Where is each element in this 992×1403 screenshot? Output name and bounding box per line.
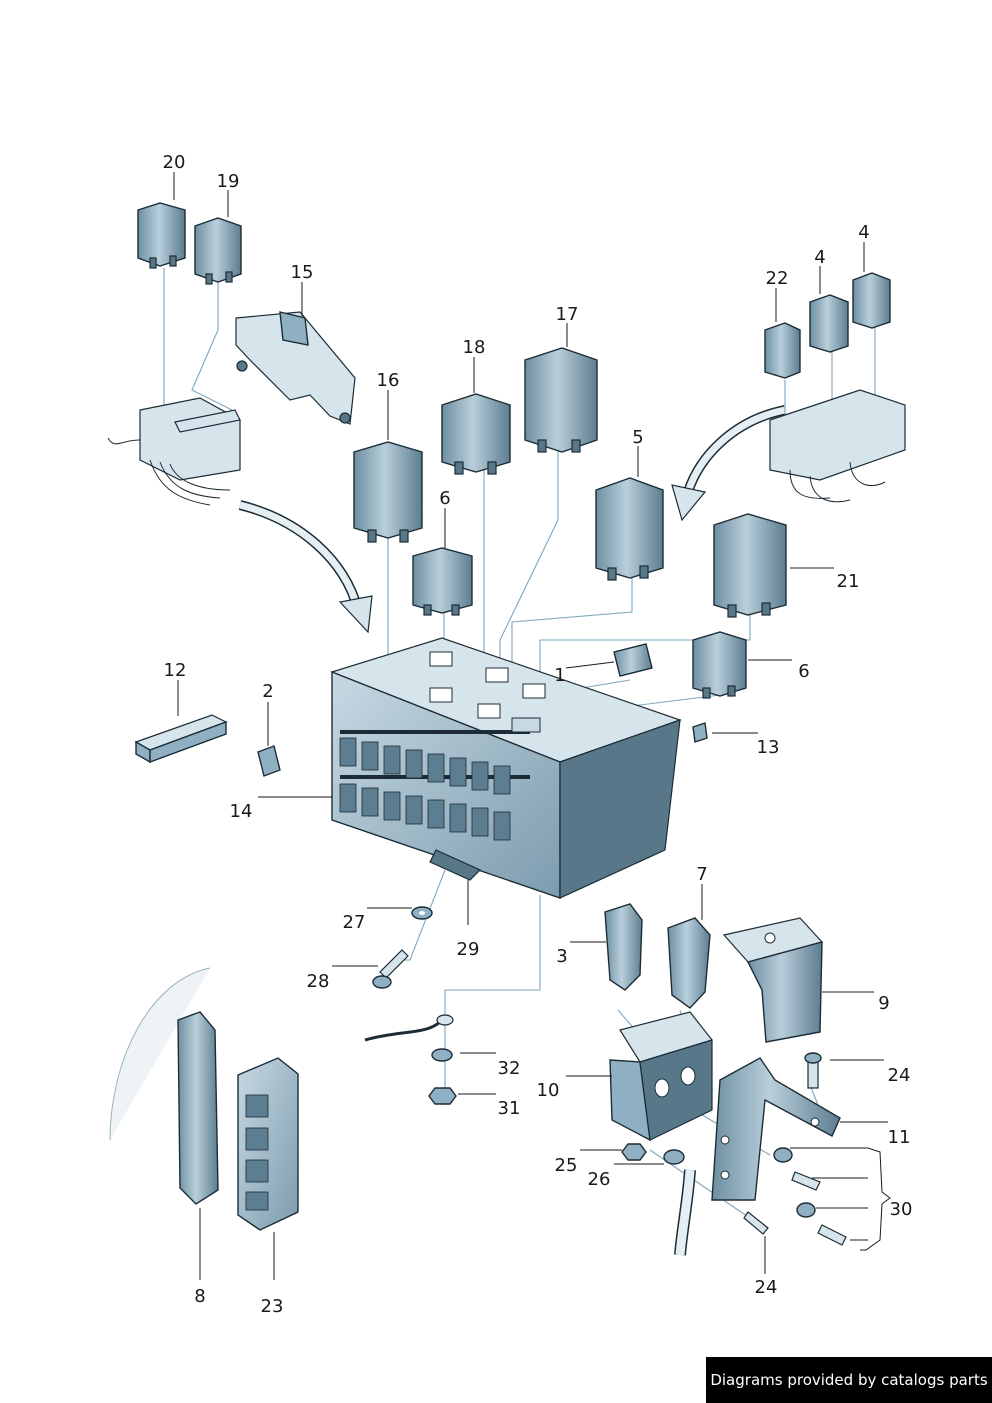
callout-28: 28 xyxy=(307,971,330,992)
callout-numbers: 20 19 15 16 18 17 6 5 22 4 4 21 6 1 12 2… xyxy=(163,152,913,1317)
relay-22 xyxy=(764,322,801,379)
callout-15: 15 xyxy=(291,262,314,283)
callout-19: 19 xyxy=(217,171,240,192)
callout-22: 22 xyxy=(766,268,789,289)
callout-3: 3 xyxy=(556,946,567,967)
callout-31: 31 xyxy=(498,1098,521,1119)
relay-5 xyxy=(595,477,664,581)
cover-9 xyxy=(722,917,824,1043)
callout-13: 13 xyxy=(757,737,780,758)
relay-4-b xyxy=(852,272,891,329)
callout-2: 2 xyxy=(262,681,273,702)
washer-26 xyxy=(663,1149,685,1165)
washer-32 xyxy=(431,1048,453,1062)
relay-6-center xyxy=(412,547,473,616)
callout-23: 23 xyxy=(261,1296,284,1317)
callout-27: 27 xyxy=(343,912,366,933)
callout-4: 4 xyxy=(814,247,825,268)
callout-11: 11 xyxy=(888,1127,911,1148)
callout-32: 32 xyxy=(498,1058,521,1079)
callout-16: 16 xyxy=(377,370,400,391)
cap-3 xyxy=(604,903,643,991)
connector-housing-23 xyxy=(237,1057,299,1231)
callout-5: 5 xyxy=(632,427,643,448)
bolt-24-bottom xyxy=(743,1211,769,1235)
fuse-1 xyxy=(613,643,653,677)
attribution-badge: Diagrams provided by catalogs parts xyxy=(706,1357,992,1403)
bolt-28 xyxy=(372,949,409,989)
attribution-text: Diagrams provided by catalogs parts xyxy=(710,1371,988,1389)
leader-lines xyxy=(173,172,891,1280)
callout-24: 24 xyxy=(888,1065,911,1086)
callout-1: 1 xyxy=(554,665,565,686)
callout-17: 17 xyxy=(556,304,579,325)
callout-25: 25 xyxy=(555,1155,578,1176)
relay-6-right xyxy=(692,631,747,699)
relay-socket-cluster-left xyxy=(107,397,241,506)
callout-14: 14 xyxy=(230,801,253,822)
bolt-24-top xyxy=(804,1052,822,1089)
bracket-15 xyxy=(235,311,356,425)
washers-and-bolts-30 xyxy=(773,1147,847,1246)
callout-8: 8 xyxy=(194,1286,205,1307)
callout-6: 6 xyxy=(439,488,450,509)
clip-2 xyxy=(257,745,281,777)
clip-13 xyxy=(692,722,708,743)
callout-30: 30 xyxy=(890,1199,913,1220)
callout-7: 7 xyxy=(696,864,707,885)
callout-24: 24 xyxy=(755,1277,778,1298)
relay-20 xyxy=(137,202,186,269)
relay-21 xyxy=(713,513,787,618)
relay-19 xyxy=(194,217,242,285)
relay-18 xyxy=(441,393,511,475)
insert-arrow-right xyxy=(671,405,787,522)
callout-12: 12 xyxy=(164,660,187,681)
callout-26: 26 xyxy=(588,1169,611,1190)
mount-panel-8 xyxy=(109,967,219,1205)
cap-7 xyxy=(667,917,711,1009)
nut-25 xyxy=(621,1143,647,1161)
fuse-relay-box-14 xyxy=(330,637,682,899)
callout-6: 6 xyxy=(798,661,809,682)
callout-20: 20 xyxy=(163,152,186,173)
ground-cable-lower xyxy=(674,1169,696,1256)
relay-17 xyxy=(524,347,598,453)
callout-9: 9 xyxy=(878,993,889,1014)
callout-10: 10 xyxy=(537,1080,560,1101)
washer-27 xyxy=(411,906,433,920)
bracket-11 xyxy=(711,1057,841,1201)
callout-29: 29 xyxy=(457,939,480,960)
insert-arrow-left xyxy=(238,500,373,634)
relay-16 xyxy=(353,441,423,543)
terminal-block-10 xyxy=(609,1011,714,1142)
ground-cable xyxy=(364,1014,454,1042)
relay-4-a xyxy=(809,294,849,353)
cover-12 xyxy=(134,714,228,764)
nut-31 xyxy=(428,1087,457,1105)
callout-21: 21 xyxy=(837,571,860,592)
callout-18: 18 xyxy=(463,337,486,358)
bracket-29 xyxy=(429,849,482,881)
relay-socket-cluster-right xyxy=(769,389,906,503)
callout-4: 4 xyxy=(858,222,869,243)
